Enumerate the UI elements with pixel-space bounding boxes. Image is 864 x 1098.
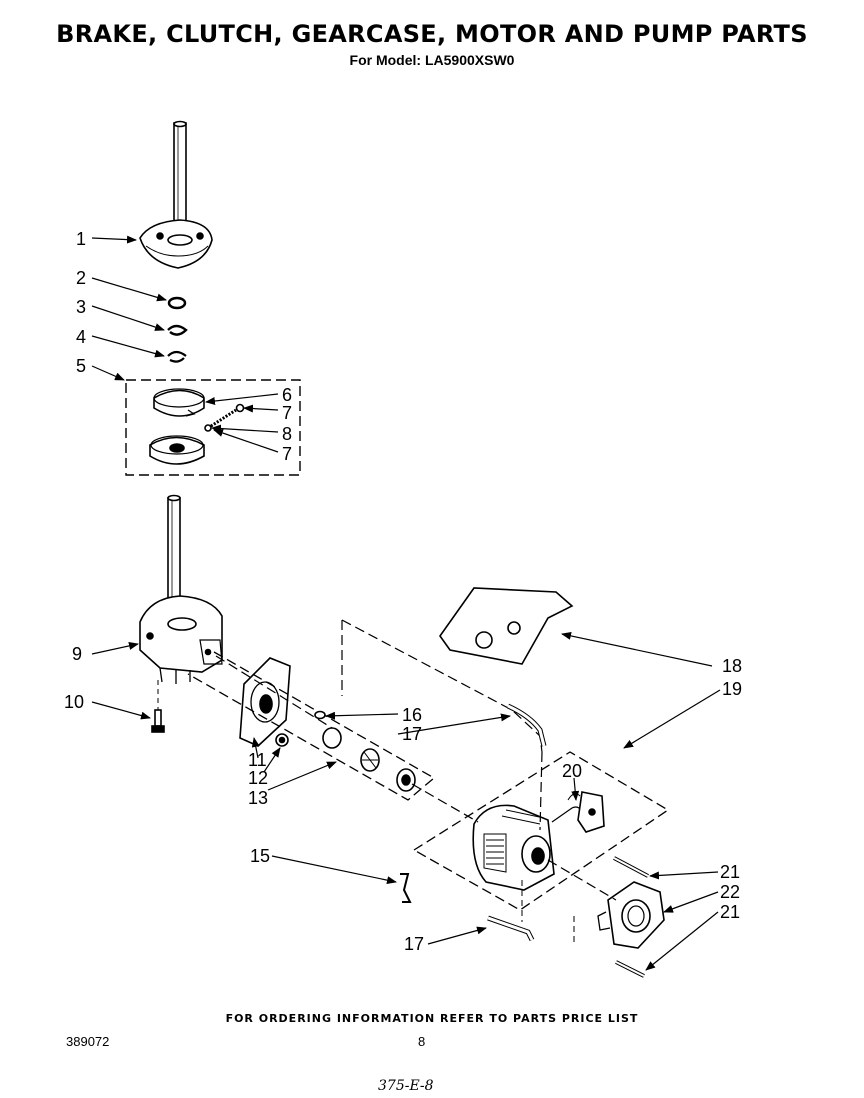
page-number: 8 [418,1034,426,1049]
callout-20: 20 [562,761,582,781]
part-2-washer [167,296,187,310]
callout-21-upper: 21 [720,862,740,882]
model-subtitle: For Model: LA5900XSW0 [349,52,515,68]
callout-22: 22 [720,882,740,902]
part-5-brake-assembly-box [125,379,301,476]
callout-9: 9 [72,644,82,664]
part-21-pin-upper [613,856,649,878]
part-15-clip [400,873,412,903]
leader-lines [91,235,721,971]
part-17-hose-lower [487,880,535,942]
page-title: BRAKE, CLUTCH, GEARCASE, MOTOR AND PUMP … [56,20,808,48]
callout-12: 12 [248,768,268,788]
part-18-bracket-plate [439,587,574,665]
callout-4: 4 [76,327,86,347]
callout-21-lower: 21 [720,902,740,922]
part-3-spring-washer [167,324,188,336]
callout-11: 11 [248,750,267,770]
callout-16: 16 [402,705,422,725]
part-17-hose [341,619,547,753]
callout-7-lower: 7 [282,444,292,464]
part-19-motor-box [412,751,670,911]
part-22-pump [597,881,665,949]
part-13-coupling-box [187,651,436,801]
part-16-clip [314,710,326,720]
part-11-mounting-plate [239,657,291,747]
part-10-bolt [151,680,165,733]
callout-2: 2 [76,268,86,288]
callout-8: 8 [282,424,292,444]
callout-13: 13 [248,788,268,808]
callout-5: 5 [76,356,86,376]
part-21-pin-lower [573,916,645,978]
callout-labels: 1 2 3 4 5 6 7 8 7 9 10 11 12 13 15 16 17… [64,229,742,954]
part-9-gearcase [139,494,223,684]
callout-17-upper: 17 [402,724,422,744]
callout-19: 19 [722,679,742,699]
callout-18: 18 [722,656,742,676]
document-number: 389072 [66,1034,110,1049]
callout-15: 15 [250,846,270,866]
part-1-shaft-and-cam [139,120,213,269]
callout-1: 1 [76,229,86,249]
callout-17-lower: 17 [404,934,424,954]
part-4-retaining-ring [167,350,187,363]
callout-7-upper: 7 [282,403,292,423]
assembly-dashed-lines [215,655,617,901]
callout-10: 10 [64,692,84,712]
callout-6: 6 [282,385,292,405]
callout-3: 3 [76,297,86,317]
part-20-switch [567,791,605,833]
handwritten-note: 375-E-8 [378,1078,434,1094]
ordering-note: FOR ORDERING INFORMATION REFER TO PARTS … [225,1012,639,1025]
